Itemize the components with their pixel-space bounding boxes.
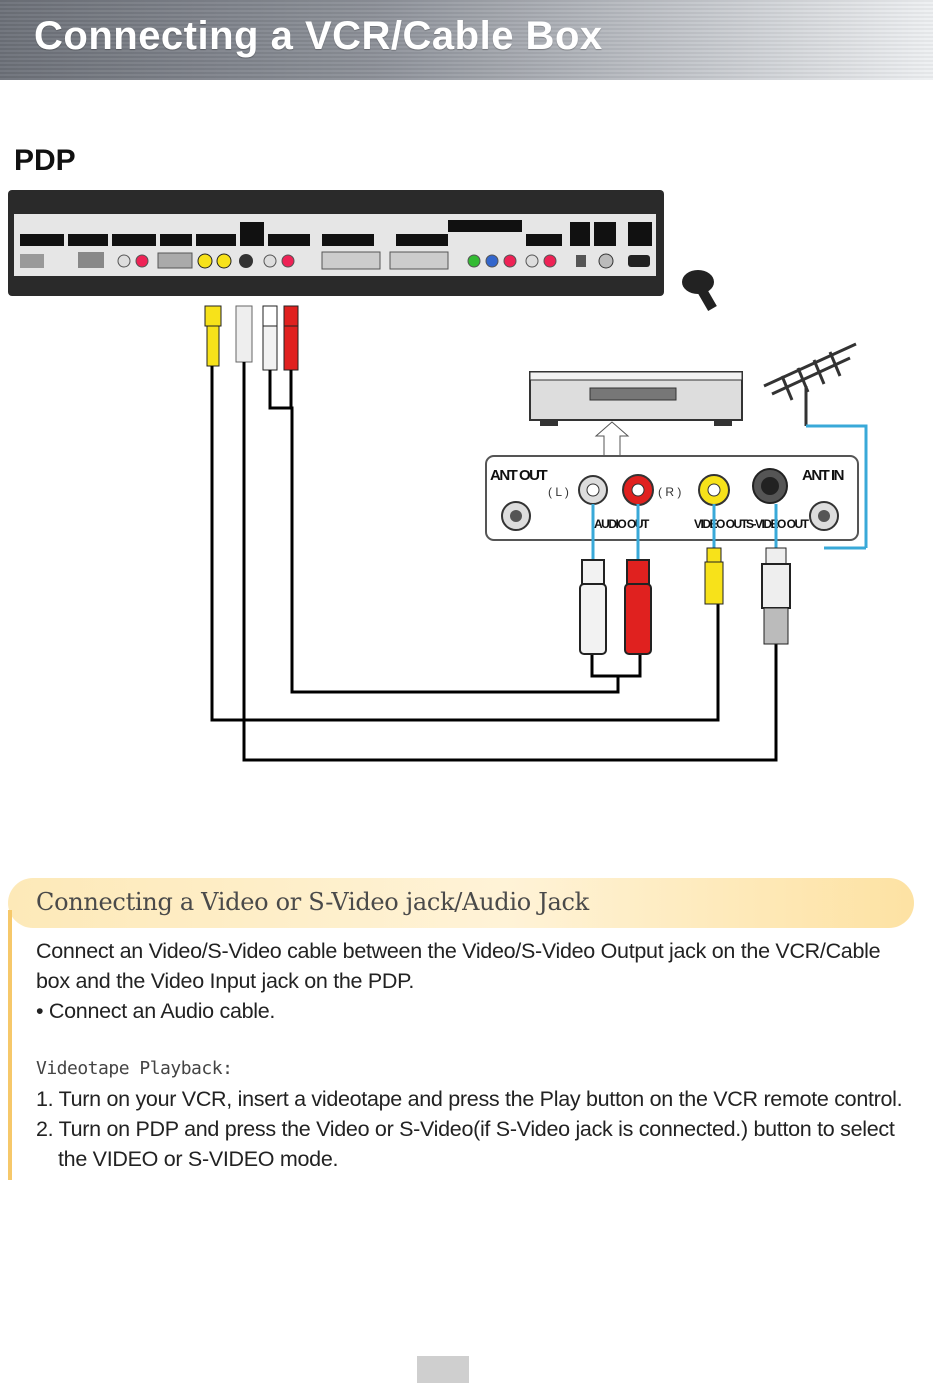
video-out-label: VIDEO OUT	[694, 517, 749, 531]
audio-out-label: AUDIO OUT	[594, 517, 650, 531]
step-1: 1. Turn on your VCR, insert a videotape …	[36, 1087, 903, 1111]
section-title-bar: Connecting a Video or S-Video jack/Audio…	[8, 878, 914, 928]
header-banner: Connecting a VCR/Cable Box	[0, 0, 933, 80]
instruction-line: Connect an Video/S-Video cable between t…	[36, 939, 881, 963]
pdp-connectors	[204, 305, 299, 371]
pdp-label: PDP	[14, 144, 76, 177]
vcr-device	[529, 371, 743, 457]
power-plug-icon	[682, 270, 717, 312]
instruction-line: box and the Video Input jack on the PDP.	[36, 969, 415, 993]
page-number-box	[417, 1356, 469, 1383]
step-2: 2. Turn on PDP and press the Video or S-…	[36, 1117, 895, 1141]
section-side-rule	[8, 910, 12, 1180]
cables	[210, 362, 778, 762]
step-2-continued: the VIDEO or S-VIDEO mode.	[58, 1147, 339, 1171]
ant-out-label: ANT OUT	[490, 467, 547, 484]
audio-left-label: ( L )	[548, 485, 569, 499]
playback-title: Videotape Playback:	[36, 1058, 233, 1079]
svideo-out-label: S-VIDEO OUT	[746, 517, 810, 531]
page-title: Connecting a VCR/Cable Box	[34, 14, 603, 58]
pdp-rear-panel	[8, 190, 664, 296]
instructions: Connect an Video/S-Video cable between t…	[36, 936, 906, 1174]
connection-diagram: PDP	[8, 144, 868, 762]
section-title: Connecting a Video or S-Video jack/Audio…	[36, 888, 589, 916]
vcr-jack-panel: ANT OUT ( L ) ( R ) AUDIO OUT VIDEO OUT …	[485, 455, 859, 541]
audio-bullet: • Connect an Audio cable.	[36, 999, 276, 1023]
vcr-leads	[591, 504, 778, 560]
audio-right-label: ( R )	[658, 485, 681, 499]
ant-in-label: ANT IN	[802, 467, 844, 484]
antenna-cable	[806, 424, 868, 548]
vcr-plugs	[579, 547, 791, 655]
antenna-icon	[763, 342, 857, 426]
